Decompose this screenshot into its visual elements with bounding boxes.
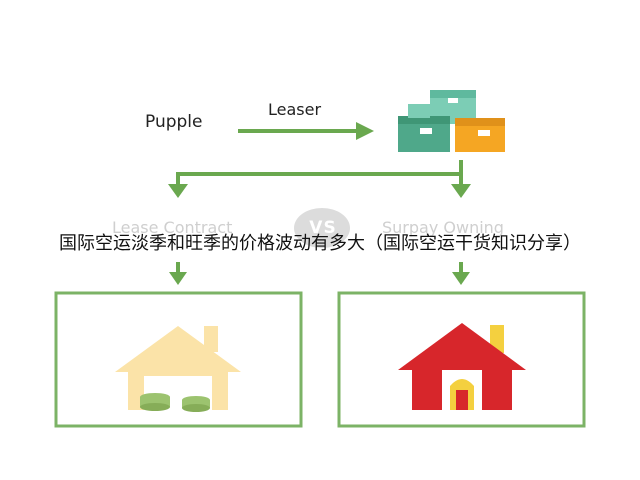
arrow-left-to-box xyxy=(169,262,187,285)
vs-badge xyxy=(294,208,350,248)
edge-label: Leaser xyxy=(268,100,322,119)
arrow-source-to-packages xyxy=(238,122,374,140)
house-with-coins-icon xyxy=(115,326,241,412)
arrow-right-to-box xyxy=(452,262,470,285)
left-branch-label: Lease Contract xyxy=(112,218,233,237)
overlay-title: 国际空运淡季和旺季的价格波动有多大（国际空运干货知识分享） xyxy=(59,233,581,254)
lease-contract-box xyxy=(54,291,303,428)
right-branch-label: Surpay Owning xyxy=(382,218,504,237)
stacked-boxes-icon xyxy=(398,90,505,152)
source-label: Pupple xyxy=(145,112,203,132)
vs-label: VS xyxy=(309,218,337,238)
house-owned-icon xyxy=(398,323,526,410)
split-connector xyxy=(168,160,471,198)
